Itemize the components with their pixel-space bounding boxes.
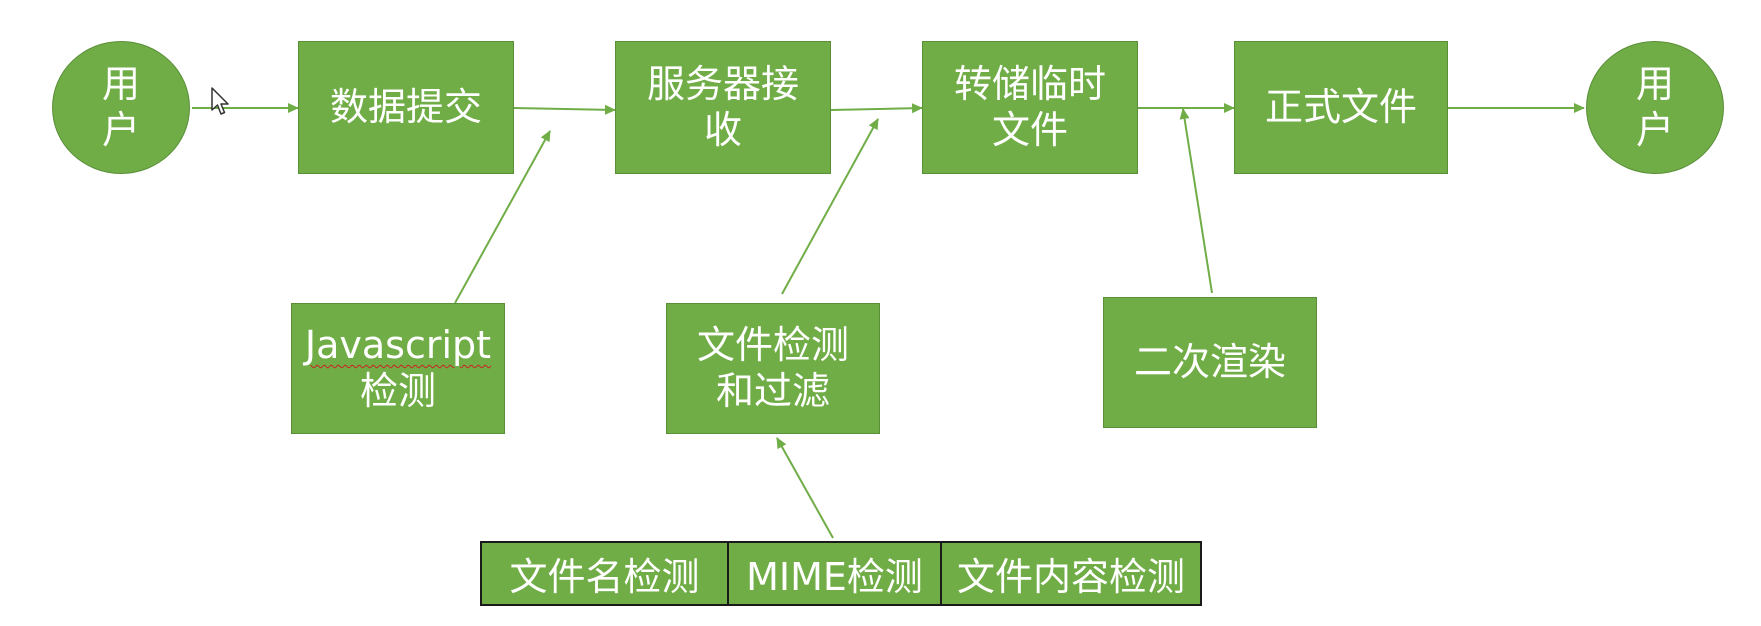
data-submit-node: 数据提交	[298, 41, 514, 174]
data-submit-label: 数据提交	[329, 84, 482, 129]
js-check-word: Javascript	[304, 322, 492, 367]
secondary-render-label: 二次渲染	[1133, 339, 1286, 384]
server-receive-node: 服务器接 收	[615, 41, 831, 174]
user-start-label: 用 户	[101, 61, 140, 152]
arrow-server-to-temp	[830, 103, 923, 114]
formal-file-node: 正式文件	[1234, 41, 1448, 174]
file-check-filter-node: 文件检测 和过滤	[666, 303, 880, 434]
arrow-submit-to-server	[513, 104, 616, 115]
formal-file-label: 正式文件	[1264, 84, 1417, 129]
user-end-label: 用 户	[1635, 61, 1674, 152]
arrow-render-to-flow	[1179, 108, 1213, 294]
arrow-file-check-to-flow	[781, 118, 879, 295]
user-end-node: 用 户	[1586, 41, 1724, 174]
sub-check-content: 文件内容检测	[956, 555, 1185, 599]
server-receive-label: 服务器接 收	[646, 61, 799, 152]
sub-check-filename: 文件名检测	[482, 543, 729, 604]
js-check-rest: 检测	[359, 368, 436, 413]
temp-store-label: 转储临时 文件	[953, 61, 1106, 152]
mouse-pointer-icon	[211, 87, 229, 115]
js-check-node: Javascript 检测	[291, 303, 505, 434]
arrow-subchecks-to-file-check	[776, 437, 834, 539]
arrow-js-check-to-flow	[454, 130, 551, 304]
file-check-filter-label: 文件检测 和过滤	[696, 322, 849, 413]
user-start-node: 用 户	[52, 41, 190, 174]
sub-check-mime: MIME检测	[729, 543, 942, 604]
secondary-render-node: 二次渲染	[1103, 297, 1317, 428]
sub-checks-group: 文件名检测 MIME检测 文件内容检测	[480, 541, 1202, 606]
temp-store-node: 转储临时 文件	[922, 41, 1138, 174]
